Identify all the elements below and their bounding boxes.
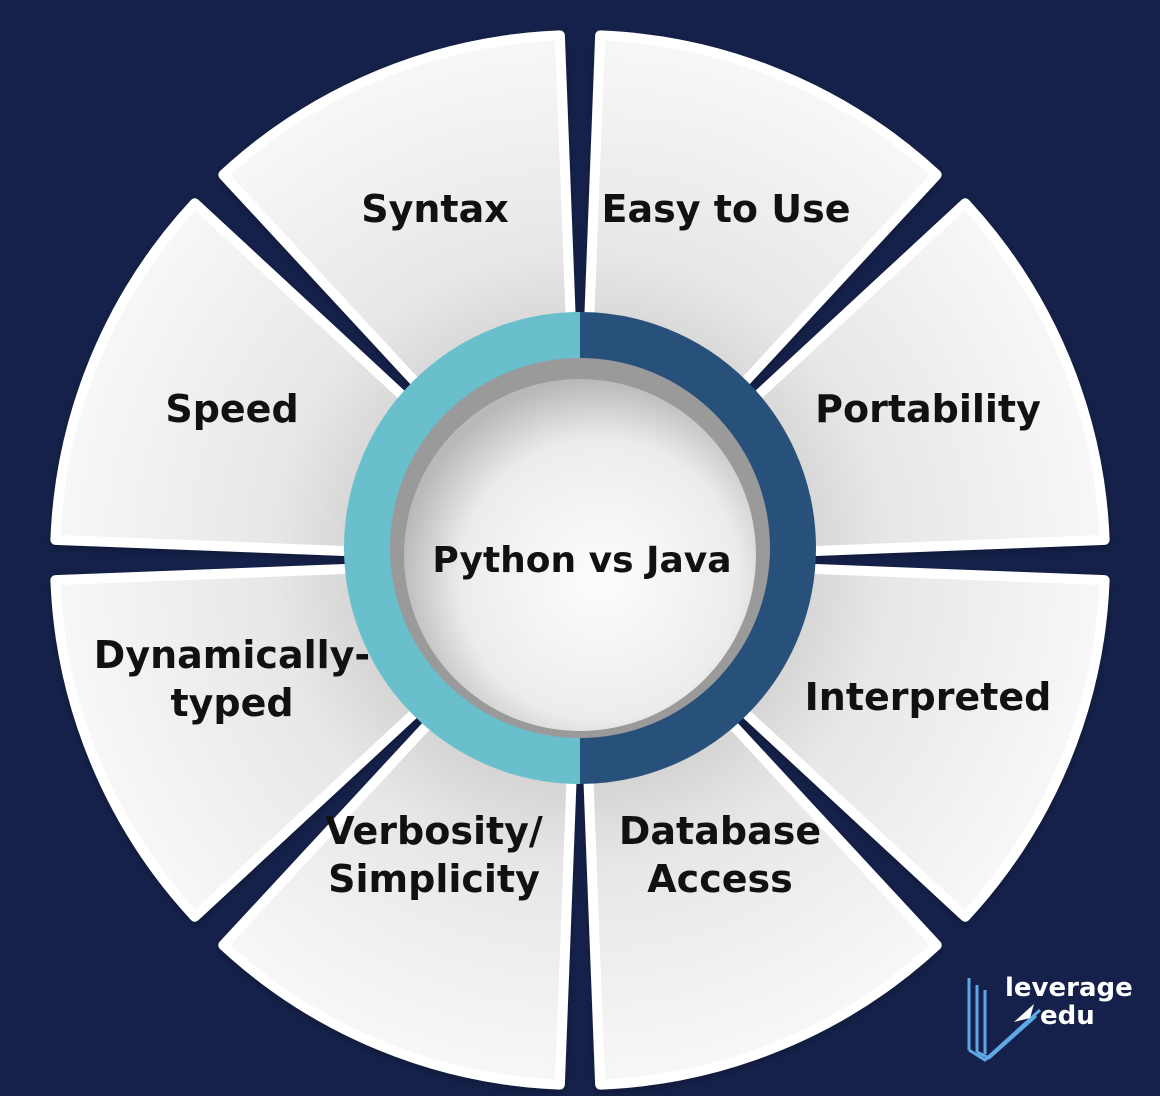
petal-label-verbosity-simplicity: Verbosity/Simplicity <box>325 809 543 901</box>
center-title: Python vs Java <box>432 540 731 581</box>
petal-label-line: Dynamically- <box>94 633 370 677</box>
hub-circle <box>404 379 756 731</box>
petal-label-line: Portability <box>815 387 1041 431</box>
petal-label-line: Interpreted <box>805 675 1052 719</box>
petal-label-easy-to-use: Easy to Use <box>602 187 851 231</box>
petal-label-line: Easy to Use <box>602 187 851 231</box>
rocket-icon <box>1014 1004 1034 1022</box>
logo-line-1: leverage <box>1005 973 1133 1003</box>
petal-label-dynamically-typed: Dynamically-typed <box>94 633 370 725</box>
petal-label-portability: Portability <box>815 387 1041 431</box>
petal-label-line: Syntax <box>361 187 509 231</box>
leverage-edu-logo: leverage edu <box>967 973 1133 1062</box>
petal-label-line: Simplicity <box>328 857 540 901</box>
logo-line-2: edu <box>1040 1001 1095 1031</box>
petal-label-line: typed <box>170 681 293 725</box>
petal-label-line: Speed <box>165 387 298 431</box>
petal-label-line: Access <box>647 857 792 901</box>
ring-left-arc <box>344 312 581 784</box>
ring-right-arc <box>579 312 816 784</box>
petal-label-line: Verbosity/ <box>325 809 543 853</box>
logo-mark-icon <box>967 978 1042 1062</box>
petal-label-interpreted: Interpreted <box>805 675 1052 719</box>
petal-label-syntax: Syntax <box>361 187 509 231</box>
center-ring: Python vs Java <box>344 312 816 784</box>
petal-label-speed: Speed <box>165 387 298 431</box>
petal-label-line: Database <box>619 809 821 853</box>
